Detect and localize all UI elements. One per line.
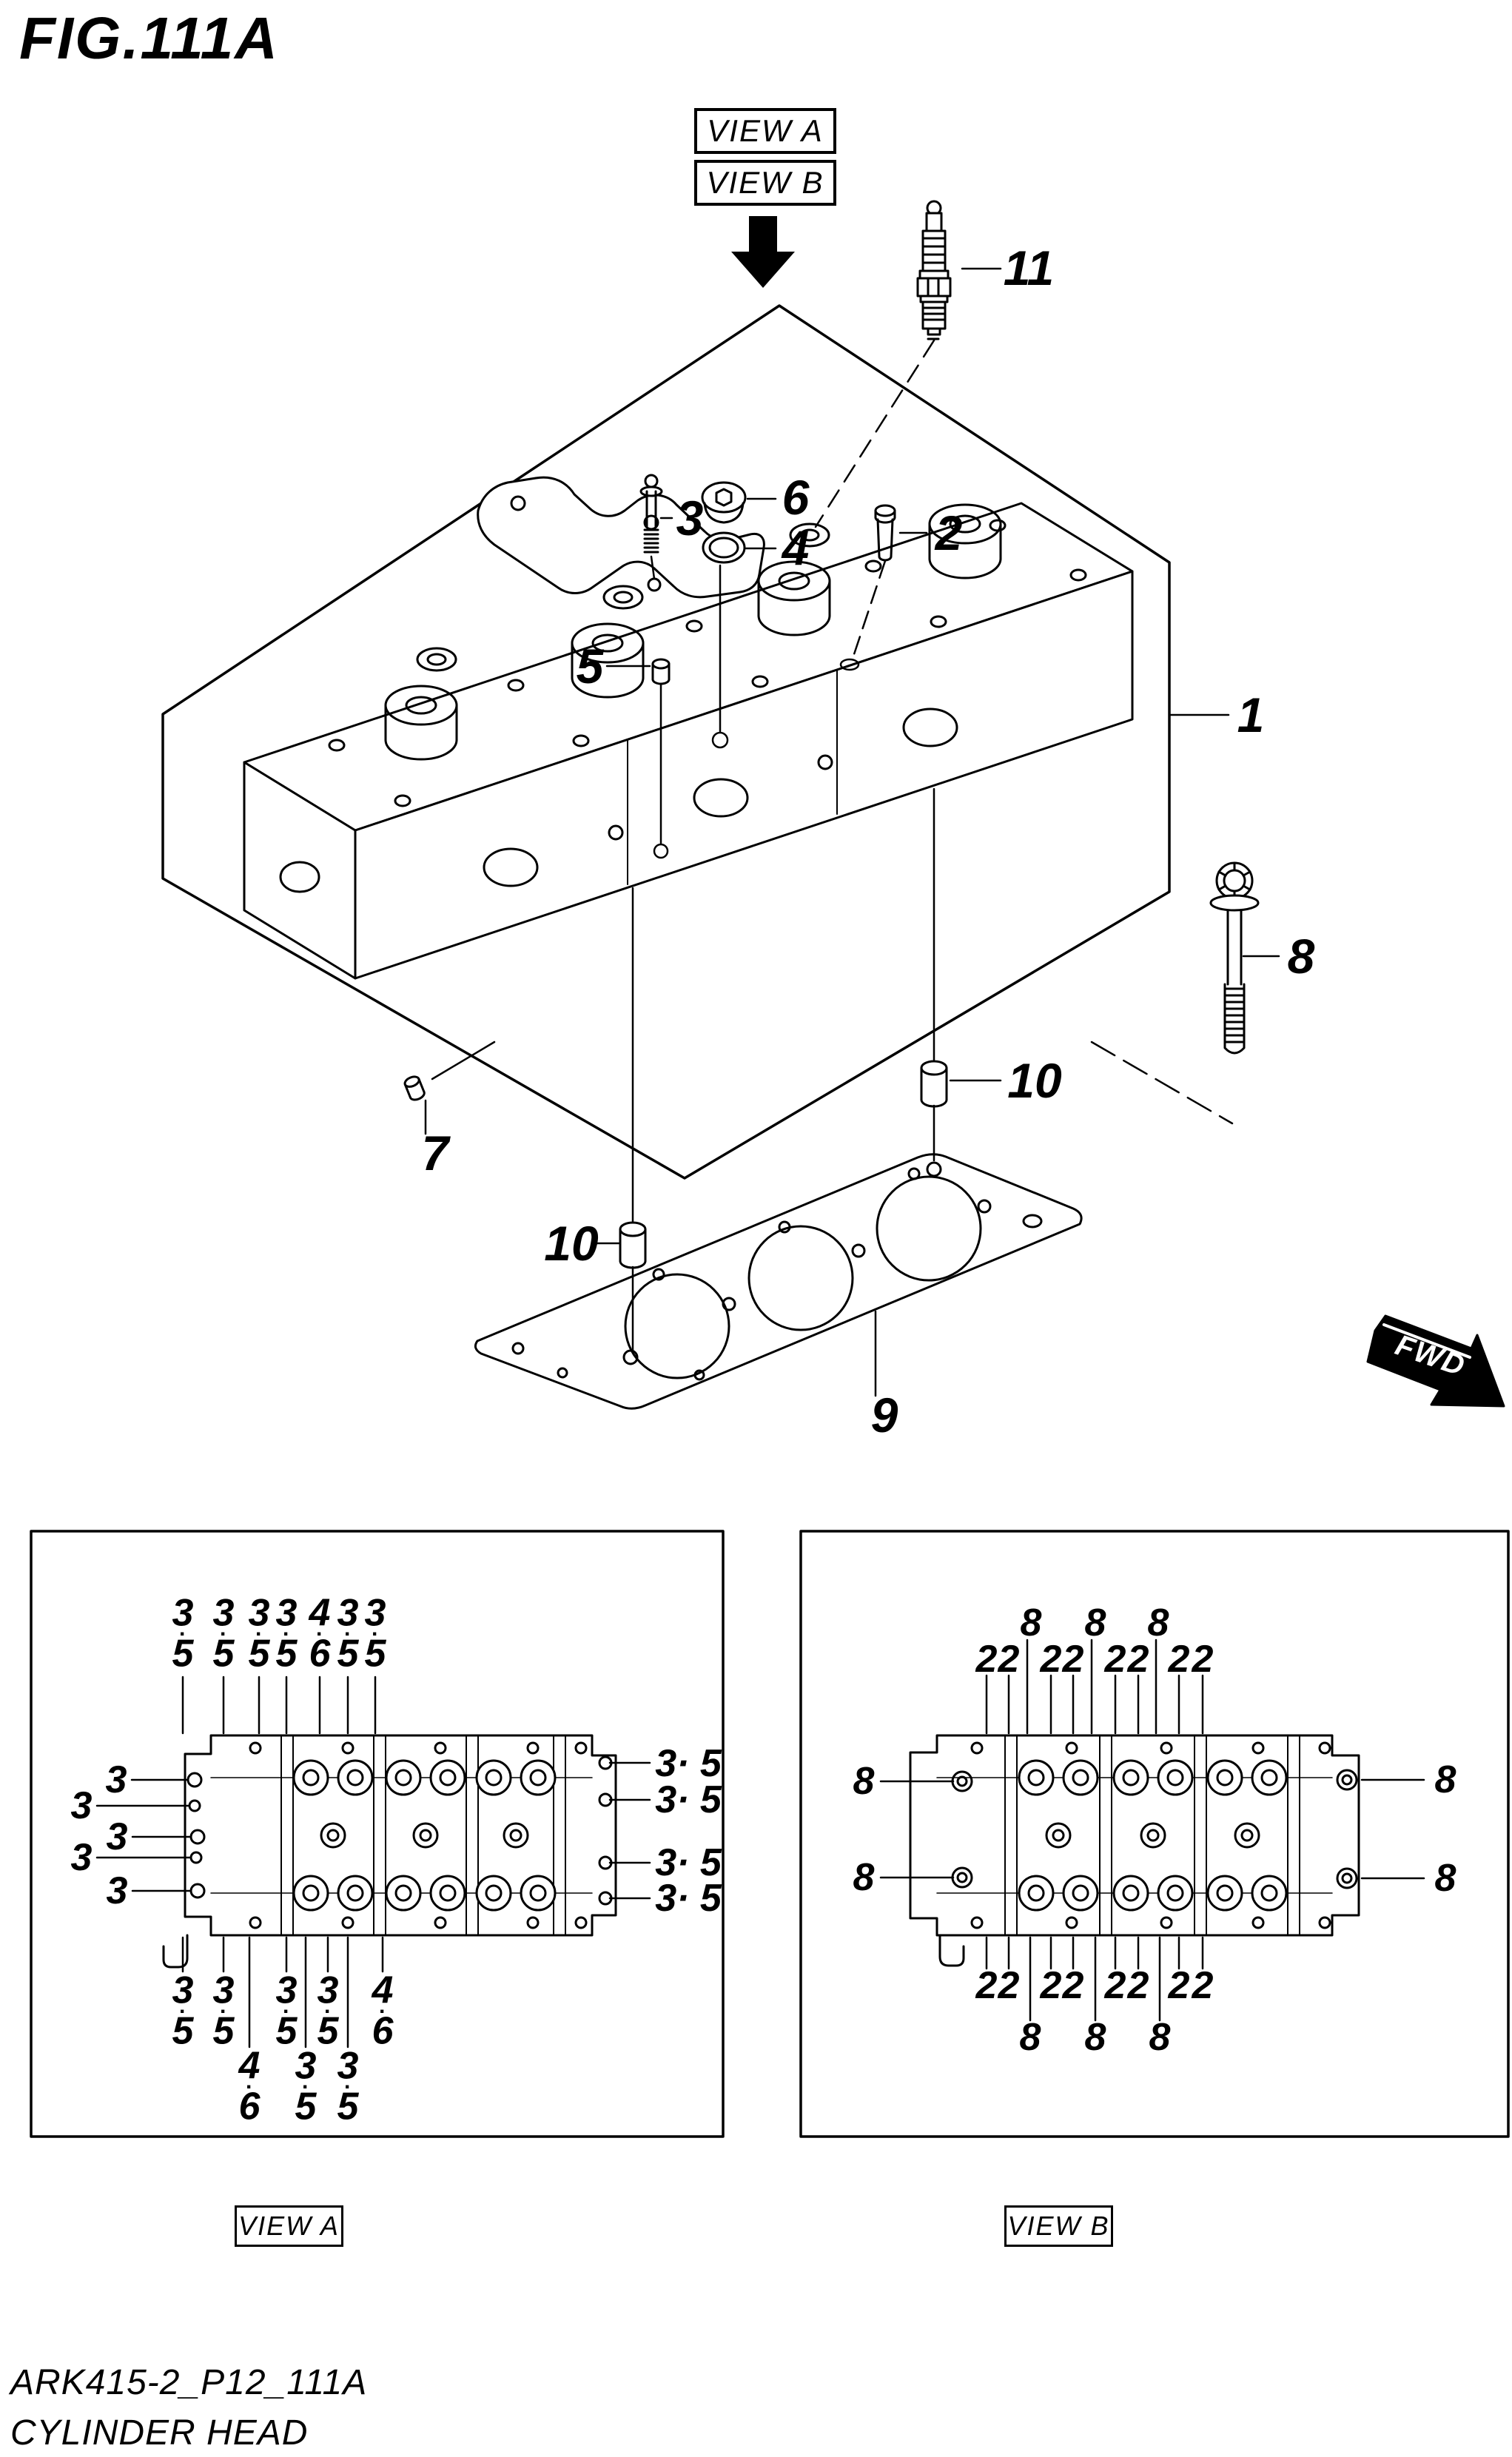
pin-icon <box>651 658 671 685</box>
fwd-arrow-icon <box>1366 1314 1505 1408</box>
view-b-caption-box: VIEW B <box>1004 2205 1113 2247</box>
small-pin-icon <box>403 1075 426 1101</box>
leader-lines <box>424 267 1280 1397</box>
head-bolt-icon <box>1209 861 1260 1055</box>
gasket-drawing <box>474 1153 1083 1410</box>
view-a-caption-box: VIEW A <box>235 2205 343 2247</box>
valve-guide-icon <box>874 504 896 562</box>
dowel-pin-icon-lower <box>619 1221 647 1269</box>
page-reference-code: ARK415-2_P12_111A <box>10 2363 368 2402</box>
view-b-caption-label: VIEW B <box>1007 2211 1110 2241</box>
figure-title: FIG.111A <box>19 5 279 71</box>
sealing-cap-icon <box>701 481 747 524</box>
view-a-panel <box>30 1530 725 2138</box>
stud-bolt-icon <box>639 474 663 554</box>
down-arrow-icon <box>731 216 795 288</box>
section-title: CYLINDER HEAD <box>10 2413 309 2453</box>
view-a-reference-box: VIEW A <box>694 108 836 154</box>
dowel-pin-icon-upper <box>920 1060 948 1108</box>
view-b-panel <box>799 1530 1510 2138</box>
view-b-reference-box: VIEW B <box>694 160 836 206</box>
view-b-reference-label: VIEW B <box>706 165 824 200</box>
spark-plug-icon <box>916 200 952 340</box>
view-a-caption-label: VIEW A <box>238 2211 340 2241</box>
view-a-reference-label: VIEW A <box>707 113 824 148</box>
o-ring-icon <box>702 531 746 564</box>
cylinder-head-isometric <box>243 502 1134 980</box>
drawing-frame <box>161 304 1171 1180</box>
